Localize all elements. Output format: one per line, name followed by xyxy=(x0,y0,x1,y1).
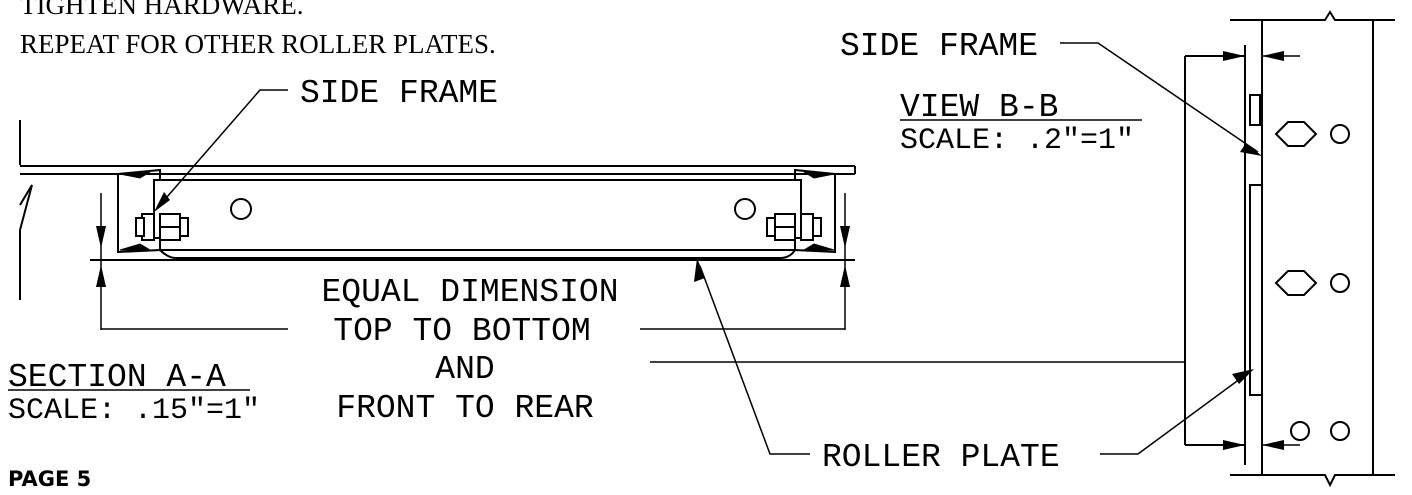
roller-plate-label: ROLLER PLATE xyxy=(822,439,1060,476)
instruction-line-2: REPEAT FOR OTHER ROLLER PLATES. xyxy=(20,29,496,59)
equal-dimension-line-1: EQUAL DIMENSION xyxy=(321,274,618,311)
section-scale: SCALE: .15"=1" xyxy=(8,394,260,428)
equal-dimension-line-2: TOP TO BOTTOM xyxy=(333,313,590,350)
side-frame-label-section: SIDE FRAME xyxy=(300,75,498,112)
roller-plate-leaders xyxy=(694,258,1254,455)
section-a-a-drawing xyxy=(19,120,856,330)
instruction-line-1: TIGHTEN HARDWARE. xyxy=(20,0,303,20)
view-scale: SCALE: .2"=1" xyxy=(900,124,1134,158)
equal-dimension-line-3: AND xyxy=(435,351,494,388)
side-frame-label-view: SIDE FRAME xyxy=(840,28,1038,65)
equal-dimension-line-4: FRONT TO REAR xyxy=(336,390,593,427)
side-frame-leader-view xyxy=(1060,42,1262,156)
page-number: PAGE 5 xyxy=(8,467,91,491)
side-frame-leader-section xyxy=(154,89,288,212)
view-b-b-drawing xyxy=(1184,10,1395,488)
